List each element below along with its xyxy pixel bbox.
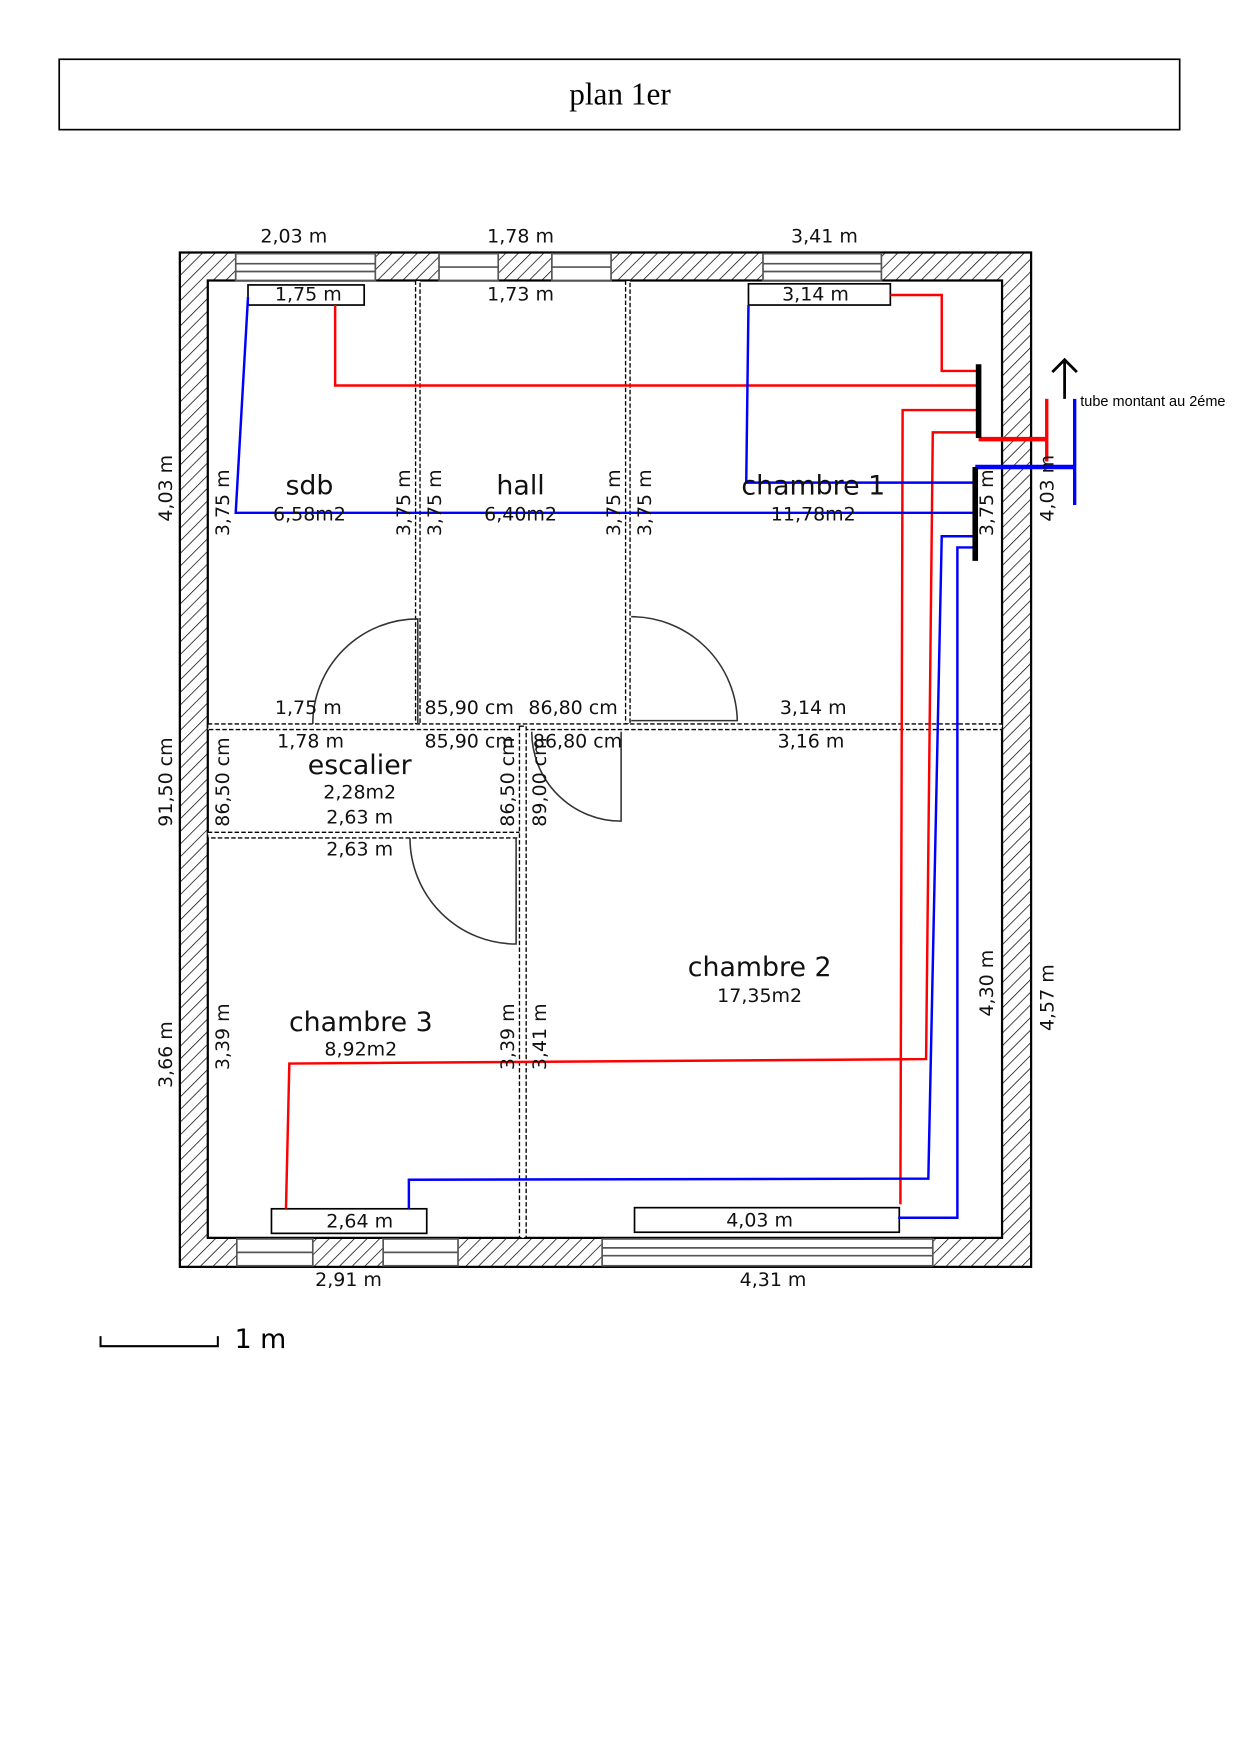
scale-label: 1 m [235,1324,287,1355]
room-name: sdb [285,471,333,502]
dimension-label: 3,75 m [424,469,446,536]
dimension-label: 3,66 m [155,1021,177,1088]
door-chambre1 [631,615,739,722]
dimension-label: 2,91 m [315,1269,382,1291]
dimension-label: 3,14 m [782,283,849,305]
room-area: 2,28m2 [323,782,396,804]
dimension-label: 4,03 m [155,455,177,522]
cold-pipes [234,297,1077,1219]
dimension-label: 91,50 cm [155,737,177,826]
dimension-label: 3,75 m [393,469,415,536]
windows [234,252,934,1267]
dimension-label: 3,75 m [976,469,998,536]
outer-walls [178,251,1033,1268]
dimension-label: 86,80 cm [533,730,622,752]
door-chambre3 [409,837,517,945]
dimension-label: 86,50 cm [497,737,519,826]
dimension-label: 4,03 m [1036,455,1058,522]
room-area: 17,35m2 [717,985,802,1007]
radiator-chambre2 [633,1206,901,1234]
window-chambre1 [762,252,883,282]
dimension-label: 3,39 m [212,1003,234,1070]
window-sdb [234,252,377,282]
collectors [972,364,982,561]
page-title: plan 1er [569,76,671,111]
dimension-label: 4,30 m [976,950,998,1017]
scale-bar: 1 m [99,1324,287,1355]
room-area: 8,92m2 [324,1039,397,1061]
dimension-label: 2,03 m [260,225,327,247]
dimension-label: 85,90 cm [425,730,514,752]
dimension-label: 4,03 m [726,1210,793,1232]
riser-note: tube montant au 2éme [1080,394,1225,410]
room-area: 6,40m2 [484,504,557,526]
door-sdb [312,618,419,724]
dimension-label: 86,50 cm [212,737,234,826]
dimension-label: 85,90 cm [425,697,514,719]
vertical-dimensions: 4,03 m 91,50 cm 3,66 m 3,75 m 3,75 m 3,7… [155,455,1058,1088]
room-name: chambre 2 [688,952,832,983]
room-name: chambre 3 [289,1007,433,1038]
room-name: chambre 1 [741,471,885,502]
dimension-label: 4,57 m [1036,964,1058,1031]
dimension-label: 3,75 m [634,469,656,536]
door-chambre2 [530,731,622,822]
window-chambre2 [601,1238,934,1267]
dimension-label: 2,63 m [326,806,393,828]
room-area: 11,78m2 [771,504,856,526]
dimension-label: 3,14 m [780,697,847,719]
dimension-label: 1,75 m [275,283,342,305]
dimension-label: 3,16 m [778,730,845,752]
radiators [247,282,901,1235]
dimension-label: 3,75 m [212,469,234,536]
dimension-label: 3,75 m [603,469,625,536]
dimension-label: 1,78 m [277,730,344,752]
dimension-label: 1,73 m [487,283,554,305]
radiator-chambre3 [270,1207,428,1235]
dimension-label: 3,41 m [529,1003,551,1070]
dimension-label: 3,39 m [497,1003,519,1070]
dimension-label: 4,31 m [740,1269,807,1291]
room-name: escalier [308,750,413,781]
title-box [58,58,1181,131]
dimension-label: 3,41 m [791,225,858,247]
dimension-label: 86,80 cm [528,697,617,719]
radiator-sdb [247,284,366,306]
room-area: 6,58m2 [273,504,346,526]
riser-arrow-icon [1051,357,1078,399]
room-name: hall [496,471,544,502]
dimension-label: 1,75 m [275,697,342,719]
room-labels: sdb 6,58m2 hall 6,40m2 chambre 1 11,78m2… [273,471,885,1061]
doors [312,615,739,945]
horizontal-dimensions: 2,03 m 1,78 m 3,41 m 1,75 m 1,73 m 3,14 … [260,225,857,1290]
hot-pipes [284,293,1049,1209]
dimension-label: 89,00 cm [529,737,551,826]
dimension-label: 1,78 m [487,225,554,247]
dimension-label: 2,63 m [326,839,393,861]
dimension-label: 2,64 m [326,1211,393,1233]
